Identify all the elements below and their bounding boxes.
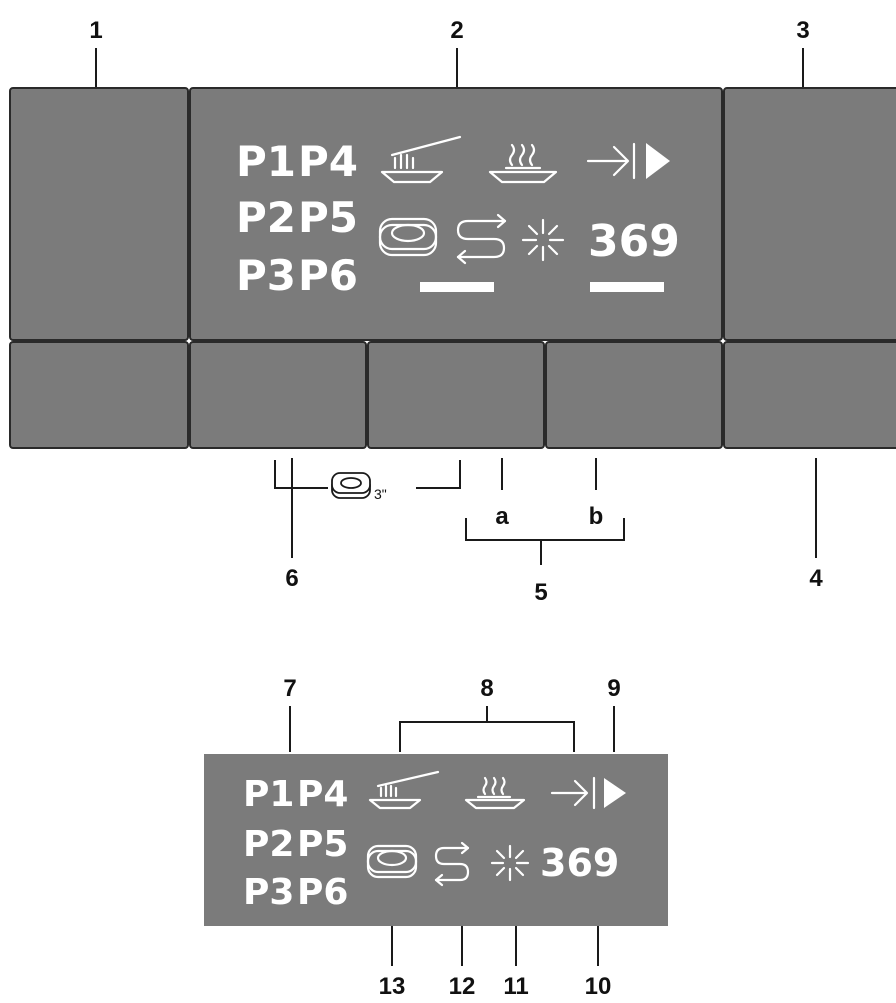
detail-rinse-aid-refill-icon — [490, 844, 530, 882]
detail-program-p4: P4 — [297, 774, 348, 815]
callout-a: a — [495, 503, 509, 530]
detail-program-p3: P3 — [243, 872, 294, 913]
detail-display-contents: P1 P4 P2 P5 P3 P6 — [243, 770, 626, 913]
detail-program-p5: P5 — [297, 824, 348, 865]
detail-remote-start-icon — [550, 776, 626, 810]
main-switch-button[interactable] — [9, 87, 189, 341]
button-bottom-1[interactable] — [9, 341, 189, 449]
program-p3-label: P3 — [236, 251, 296, 300]
detail-remaining-time-digits: 369 — [540, 841, 619, 885]
callout-10: 10 — [585, 973, 612, 1000]
delay-start-button[interactable] — [723, 341, 896, 449]
callout-5: 5 — [534, 579, 547, 606]
bracket-8 — [399, 721, 575, 752]
display-area — [189, 87, 723, 341]
callout-1: 1 — [89, 17, 102, 44]
main-display: P1 P4 P2 P5 P3 P6 — [236, 135, 680, 300]
detail-salt-refill-icon — [434, 841, 470, 887]
callout-13: 13 — [379, 973, 406, 1000]
callout-7: 7 — [283, 675, 296, 702]
detail-program-p6: P6 — [297, 872, 348, 913]
half-load-icon — [380, 135, 462, 184]
start-button[interactable] — [723, 87, 896, 341]
hold-3s-bracket: 3" — [274, 460, 461, 502]
callout-6: 6 — [285, 565, 298, 592]
detail-rinse-aid-tab-icon — [366, 844, 418, 879]
callout-2: 2 — [450, 17, 463, 44]
rinse-aid-refill-icon — [521, 218, 565, 262]
program-p2-label: P2 — [236, 193, 296, 242]
detail-program-p1: P1 — [243, 774, 294, 815]
detail-intensive-zone-icon — [464, 776, 526, 810]
program-p1-label: P1 — [236, 137, 296, 186]
program-button-left[interactable] — [189, 341, 367, 449]
rinse-aid-tab-icon-small — [331, 472, 371, 499]
callout-4: 4 — [809, 565, 823, 592]
detail-program-p2: P2 — [243, 824, 294, 865]
remote-start-icon — [586, 142, 670, 180]
rinse-aid-tab-icon — [378, 217, 438, 257]
program-p6-label: P6 — [298, 251, 358, 300]
intensive-zone-icon — [488, 143, 558, 184]
program-button-right[interactable] — [367, 341, 545, 449]
bracket-5 — [465, 518, 625, 541]
indicator-bar-left — [420, 282, 494, 292]
program-p5-label: P5 — [298, 193, 358, 242]
detail-half-load-icon — [368, 770, 440, 810]
callout-11: 11 — [503, 973, 528, 1000]
callout-3: 3 — [796, 17, 809, 44]
callout-b: b — [589, 503, 604, 530]
hold-3s-label: 3" — [374, 486, 387, 502]
callout-12: 12 — [449, 973, 476, 1000]
control-panel — [9, 87, 896, 449]
callout-8: 8 — [480, 675, 493, 702]
callout-9: 9 — [607, 675, 620, 702]
indicator-bar-right — [590, 282, 664, 292]
salt-refill-icon — [456, 213, 507, 265]
program-p4-label: P4 — [298, 137, 358, 186]
remaining-time-digits: 369 — [588, 216, 680, 267]
option-button-b[interactable] — [545, 341, 723, 449]
detail-display — [204, 754, 668, 926]
